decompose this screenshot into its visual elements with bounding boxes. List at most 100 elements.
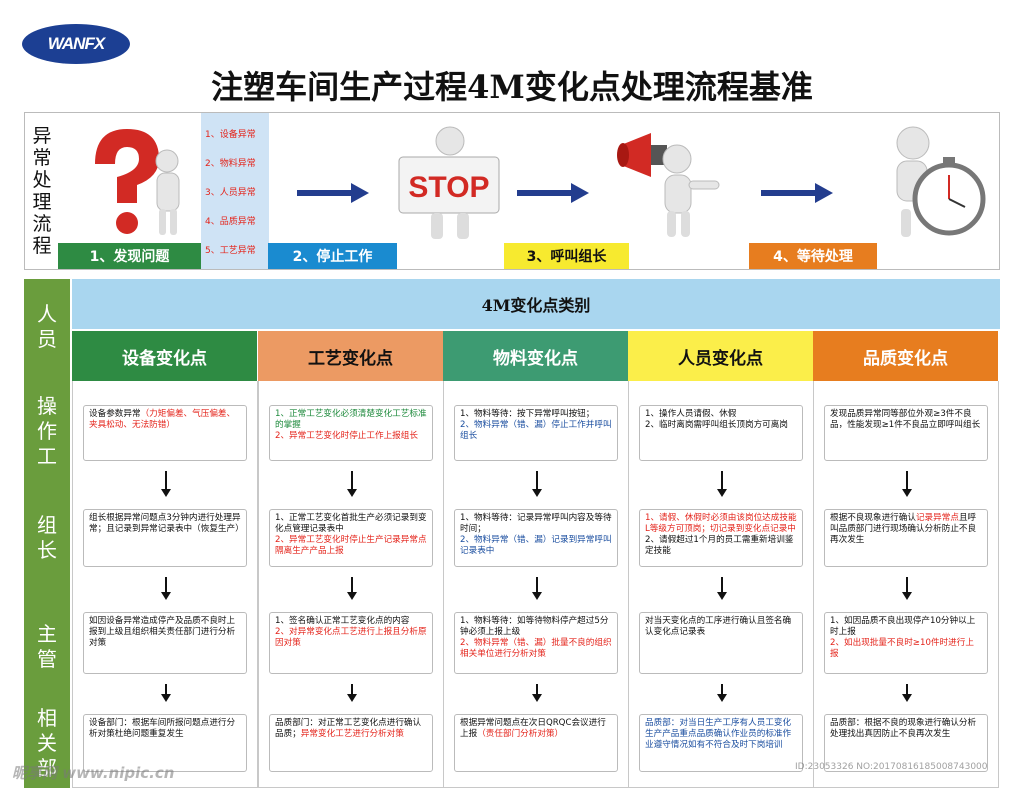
- flow-down-arrow-icon: [717, 471, 727, 497]
- card-line: 2、请假超过1个月的员工需重新培训鉴定技能: [645, 535, 794, 556]
- step-label-stop: 2、停止工作: [268, 243, 397, 269]
- card-line: 根据不良现象进行确认: [830, 513, 916, 523]
- category-header: 4M变化点类别: [72, 279, 1000, 329]
- page-title: 注塑车间生产过程4M变化点处理流程基准: [211, 68, 813, 106]
- side-label-char: 异: [32, 125, 52, 147]
- side-label-char: 常: [32, 147, 52, 169]
- flow-down-arrow-icon: [347, 471, 357, 497]
- card-line: 记录异常点: [915, 513, 959, 523]
- process-card: 品质部：根据不良的现象进行确认分析处理找出真因防止不良再次发生: [824, 714, 988, 772]
- flow-down-arrow-icon: [532, 684, 542, 702]
- abnormal-type-item: 5、工艺异常: [205, 246, 256, 256]
- card-line: 2、物料异常（错、漏）批量不良的组织相关单位进行分析对策: [460, 638, 612, 659]
- card-line: 2、物料异常（错、漏）停止工作并呼叫组长: [460, 420, 612, 441]
- card-line: 设备参数异常: [89, 409, 141, 419]
- process-card: 设备参数异常（力矩偏差、气压偏差、夹具松动、无法防错）: [83, 405, 247, 461]
- card-line: 1、签名确认正常工艺变化点的内容: [275, 616, 410, 626]
- role-label: 人员: [37, 302, 57, 351]
- card-line: 品质部：根据不良的现象进行确认分析处理找出真因防止不良再次发生: [830, 718, 977, 739]
- abnormal-type-list: 1、设备异常 2、物料异常 3、人员异常 4、品质异常 5、工艺异常: [201, 113, 269, 269]
- process-card: 品质部门：对正常工艺变化点进行确认品质；异常变化工艺进行分析对策: [269, 714, 433, 772]
- card-line: （责任部门分析对策）: [477, 729, 564, 739]
- card-line: 根据异常问题点在次日QRQC会议进行上报: [460, 718, 606, 739]
- card-line: 品质部门：对正常工艺变化点进行确认品质；: [275, 718, 422, 739]
- flow-arrow-icon: [517, 183, 589, 203]
- card-line: 2、异常工艺变化时停止工作上报组长: [275, 431, 418, 441]
- card-line: 品质部：对当日生产工序有人员工变化生产产品重点品质确认作业员的标准作业遵守情况如…: [645, 718, 792, 750]
- card-line: 2、如出现批量不良时≥10件时进行上报: [830, 638, 974, 659]
- stop-sign-text: STOP: [408, 171, 489, 204]
- flow-down-arrow-icon: [902, 471, 912, 497]
- flow-down-arrow-icon: [532, 471, 542, 497]
- category-column: 发现品质异常同等部位外观≥3件不良品，性能发现≥1件不良品立即呼叫组长根据不良现…: [813, 381, 999, 788]
- flow-arrow-icon: [761, 183, 833, 203]
- card-line: 1、物料等待：按下异常呼叫按钮；: [460, 409, 595, 419]
- category-5-header: 品质变化点: [813, 331, 998, 381]
- category-1-header: 设备变化点: [72, 331, 257, 381]
- step-label-call: 3、呼叫组长: [504, 243, 629, 269]
- card-line: 1、物料等待：记录异常呼叫内容及等待时间；: [460, 513, 612, 534]
- flow-down-arrow-icon: [347, 684, 357, 702]
- process-card: 品质部：对当日生产工序有人员工变化生产产品重点品质确认作业员的标准作业遵守情况如…: [639, 714, 803, 772]
- card-line: 且呼叫品质部门进行现场确认分析防止不良再次发生: [830, 513, 977, 545]
- side-label-char: 流: [32, 213, 52, 235]
- process-card: 1、物料等待：记录异常呼叫内容及等待时间；2、物料异常（错、漏）记录到异常呼叫记…: [454, 509, 618, 567]
- role-label: 主管: [37, 622, 57, 671]
- card-line: 2、对异常变化点工艺进行上报且分析原因对策: [275, 627, 427, 648]
- card-line: 对当天变化点的工序进行确认且签名确认变化点记录表: [645, 616, 792, 637]
- process-card: 1、物料等待：按下异常呼叫按钮；2、物料异常（错、漏）停止工作并呼叫组长: [454, 405, 618, 461]
- flow-down-arrow-icon: [161, 577, 171, 600]
- role-label: 操作工: [37, 393, 57, 468]
- flow-down-arrow-icon: [161, 684, 171, 702]
- card-line: 组长根据异常问题点3分钟内进行处理异常；且记录到异常记录表中（恢复生产）: [89, 513, 244, 534]
- watermark: 昵享网 www.nipic.cn: [12, 764, 175, 782]
- side-label-char: 程: [32, 235, 52, 257]
- flow-down-arrow-icon: [717, 577, 727, 600]
- stopwatch-figure-icon: [896, 126, 986, 237]
- card-line: 1、正常工艺变化首批生产必须记录到变化点管理记录表中: [275, 513, 427, 534]
- process-card: 发现品质异常同等部位外观≥3件不良品，性能发现≥1件不良品立即呼叫组长: [824, 405, 988, 461]
- card-line: 发现品质异常同等部位外观≥3件不良品，性能发现≥1件不良品立即呼叫组长: [830, 409, 981, 430]
- category-2-header: 工艺变化点: [258, 331, 443, 381]
- process-card: 设备部门：根据车间所报问题点进行分析对策杜绝问题重复发生: [83, 714, 247, 772]
- flow-down-arrow-icon: [902, 684, 912, 702]
- card-line: 2、物料异常（错、漏）记录到异常呼叫记录表中: [460, 535, 612, 556]
- card-line: 如因设备异常造成停产及品质不良时上报到上级且组织相关责任部门进行分析对策: [89, 616, 236, 648]
- card-line: 2、临时离岗需呼叫组长顶岗方可离岗: [645, 420, 788, 430]
- role-sidebar: 人员操作工组长主管相关部: [24, 279, 70, 788]
- abnormal-type-item: 3、人员异常: [205, 188, 256, 198]
- card-line: 1、如因品质不良出现停产10分钟以上时上报: [830, 616, 976, 637]
- abnormal-type-item: 1、设备异常: [205, 130, 256, 140]
- card-line: 1、请假、休假时必须由该岗位达成技能L等级方可顶岗；切记录到变化点记录中: [645, 513, 797, 534]
- abnormal-type-item: 4、品质异常: [205, 217, 256, 227]
- process-card: 根据异常问题点在次日QRQC会议进行上报（责任部门分析对策）: [454, 714, 618, 772]
- flow-side-label: 异常处理流程: [25, 113, 59, 269]
- card-line: 2、异常工艺变化时停止生产记录异常点隔离生产产品上报: [275, 535, 427, 556]
- role-label: 相关部: [37, 706, 57, 780]
- megaphone-figure-icon: [617, 133, 720, 237]
- abnormal-flow-panel: 异常处理流程 1、设备异常 2、物料异常 3、人员异常 4、品质异常 5、工艺异…: [24, 112, 1000, 270]
- stop-figure-icon: STOP: [398, 126, 500, 239]
- watermark-id: ID:23053326 NO:20170816185008743000: [795, 762, 988, 772]
- process-card: 组长根据异常问题点3分钟内进行处理异常；且记录到异常记录表中（恢复生产）: [83, 509, 247, 567]
- flow-down-arrow-icon: [532, 577, 542, 600]
- side-label-char: 理: [32, 191, 52, 213]
- flow-down-arrow-icon: [161, 471, 171, 497]
- step-label-wait: 4、等待处理: [749, 243, 877, 269]
- question-figure-icon: [95, 129, 180, 235]
- process-card: 对当天变化点的工序进行确认且签名确认变化点记录表: [639, 612, 803, 674]
- process-card: 如因设备异常造成停产及品质不良时上报到上级且组织相关责任部门进行分析对策: [83, 612, 247, 674]
- flow-down-arrow-icon: [717, 684, 727, 702]
- step-label-discover: 1、发现问题: [58, 243, 201, 269]
